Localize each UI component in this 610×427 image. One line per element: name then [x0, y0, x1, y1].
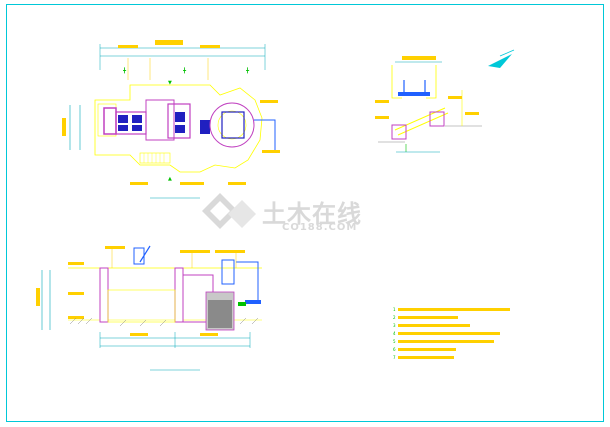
- north-arrow: [488, 49, 515, 68]
- svg-text:6: 6: [393, 347, 396, 352]
- watermark-cn: 土木在线: [262, 200, 362, 228]
- watermark-logo: [202, 193, 256, 229]
- notes-block: 1 2 3 4 5 6 7: [393, 307, 510, 360]
- svg-text:▲: ▲: [168, 176, 172, 182]
- svg-text:╋: ╋: [122, 67, 127, 74]
- svg-text:╋: ╋: [182, 67, 187, 74]
- sheet-frame: [6, 4, 604, 422]
- svg-text:7: 7: [393, 355, 396, 360]
- svg-text:1: 1: [393, 307, 396, 312]
- plan-view: ╋ ╋ ╋: [62, 40, 280, 199]
- svg-text:5: 5: [393, 339, 396, 344]
- watermark-en: CO188.COM: [282, 222, 358, 233]
- elevation-view: [36, 245, 262, 371]
- svg-text:3: 3: [393, 323, 396, 328]
- svg-text:2: 2: [393, 315, 396, 320]
- svg-text:▼: ▼: [168, 80, 172, 86]
- svg-text:╋: ╋: [245, 67, 250, 74]
- detail-view: [375, 56, 482, 153]
- svg-text:4: 4: [393, 331, 396, 336]
